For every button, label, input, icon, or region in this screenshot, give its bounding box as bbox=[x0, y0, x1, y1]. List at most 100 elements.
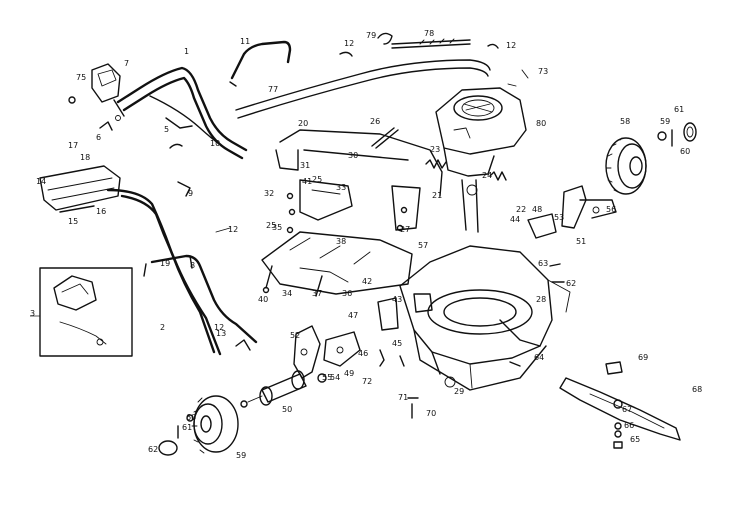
callout-57: 57 bbox=[418, 241, 428, 250]
callout-48: 48 bbox=[532, 205, 542, 214]
front-axle bbox=[240, 370, 327, 408]
callout-27: 27 bbox=[400, 225, 410, 234]
callout-69: 69 bbox=[638, 353, 648, 362]
callout-21: 21 bbox=[432, 191, 442, 200]
callout-63: 63 bbox=[538, 259, 548, 268]
callout-25: 25 bbox=[266, 221, 276, 230]
callout-10: 10 bbox=[210, 139, 220, 148]
callout-19: 19 bbox=[160, 259, 170, 268]
callout-12: 12 bbox=[506, 41, 516, 50]
callout-50: 50 bbox=[282, 405, 292, 414]
inset-detail-box bbox=[30, 267, 133, 357]
callout-70: 70 bbox=[426, 409, 436, 418]
callout-62: 62 bbox=[566, 279, 576, 288]
callout-35: 35 bbox=[272, 223, 282, 232]
callout-9: 9 bbox=[188, 189, 193, 198]
callout-53: 53 bbox=[554, 213, 564, 222]
engine-spring bbox=[425, 159, 507, 181]
callout-78: 78 bbox=[424, 29, 434, 38]
callout-68: 68 bbox=[692, 385, 702, 394]
front-height-adjuster bbox=[293, 325, 361, 379]
blade-hardware bbox=[605, 361, 623, 449]
cable-clips bbox=[339, 32, 499, 57]
callout-44: 44 bbox=[510, 215, 520, 224]
callout-17: 17 bbox=[68, 141, 78, 150]
callout-43: 43 bbox=[392, 295, 402, 304]
callout-28: 28 bbox=[536, 295, 546, 304]
callout-73: 73 bbox=[538, 67, 548, 76]
throttle-cable bbox=[235, 38, 491, 119]
callout-67: 67 bbox=[622, 405, 632, 414]
callout-25: 25 bbox=[312, 175, 322, 184]
callout-59: 59 bbox=[660, 117, 670, 126]
callout-8: 8 bbox=[190, 261, 195, 270]
callout-14: 14 bbox=[36, 177, 46, 186]
lower-handle bbox=[106, 188, 258, 356]
callout-47: 47 bbox=[348, 311, 358, 320]
callout-2: 2 bbox=[160, 323, 165, 332]
mower-deck bbox=[399, 245, 571, 391]
callout-66: 66 bbox=[624, 421, 634, 430]
callout-40: 40 bbox=[258, 295, 268, 304]
callout-34: 34 bbox=[282, 289, 292, 298]
wheel-hardware-right bbox=[657, 122, 697, 147]
callout-58: 58 bbox=[620, 117, 630, 126]
callout-6: 6 bbox=[96, 133, 101, 142]
callout-75: 75 bbox=[76, 73, 86, 82]
callout-20: 20 bbox=[298, 119, 308, 128]
callout-79: 79 bbox=[366, 31, 376, 40]
callout-41: 41 bbox=[302, 177, 312, 186]
callout-71: 71 bbox=[398, 393, 408, 402]
wheel-hardware-left bbox=[158, 414, 194, 456]
callout-59: 59 bbox=[236, 451, 246, 460]
callout-23: 23 bbox=[430, 145, 440, 154]
callout-65: 65 bbox=[630, 435, 640, 444]
callout-37: 37 bbox=[312, 289, 322, 298]
cutting-blade bbox=[559, 377, 681, 441]
engine bbox=[435, 69, 529, 233]
callout-51: 51 bbox=[576, 237, 586, 246]
callout-12: 12 bbox=[228, 225, 238, 234]
callout-54: 54 bbox=[330, 373, 340, 382]
catcher-frame bbox=[39, 165, 121, 213]
callout-45: 45 bbox=[392, 339, 402, 348]
callout-56: 56 bbox=[606, 205, 616, 214]
callout-52: 52 bbox=[290, 331, 300, 340]
rear-wheel-right bbox=[605, 137, 647, 195]
callout-24: 24 bbox=[482, 171, 492, 180]
callout-31: 31 bbox=[300, 161, 310, 170]
frame-bolts bbox=[262, 192, 408, 294]
callout-33: 33 bbox=[336, 183, 346, 192]
callout-80: 80 bbox=[536, 119, 546, 128]
handle-hardware bbox=[68, 96, 191, 197]
callout-62: 62 bbox=[148, 445, 158, 454]
callout-11: 11 bbox=[240, 37, 250, 46]
callout-72: 72 bbox=[362, 377, 372, 386]
callout-55: 55 bbox=[322, 373, 332, 382]
callout-38: 38 bbox=[336, 237, 346, 246]
handle-grip-bar bbox=[229, 40, 292, 87]
callout-60: 60 bbox=[680, 147, 690, 156]
callout-60: 60 bbox=[186, 413, 196, 422]
callout-5: 5 bbox=[164, 125, 169, 134]
callout-3: 3 bbox=[30, 309, 35, 318]
callout-42: 42 bbox=[362, 277, 372, 286]
callout-22: 22 bbox=[516, 205, 526, 214]
callout-46: 46 bbox=[358, 349, 368, 358]
callout-26: 26 bbox=[370, 117, 380, 126]
callout-12: 12 bbox=[214, 323, 224, 332]
callout-30: 30 bbox=[348, 151, 358, 160]
callout-61: 61 bbox=[674, 105, 684, 114]
callout-16: 16 bbox=[96, 207, 106, 216]
callout-13: 13 bbox=[216, 329, 226, 338]
callout-29: 29 bbox=[454, 387, 464, 396]
callout-64: 64 bbox=[534, 353, 544, 362]
front-wheel-left bbox=[191, 395, 239, 454]
small-hardware bbox=[215, 127, 565, 419]
callout-36: 36 bbox=[342, 289, 352, 298]
callout-49: 49 bbox=[344, 369, 354, 378]
callout-61: 61 bbox=[182, 423, 192, 432]
callout-15: 15 bbox=[68, 217, 78, 226]
